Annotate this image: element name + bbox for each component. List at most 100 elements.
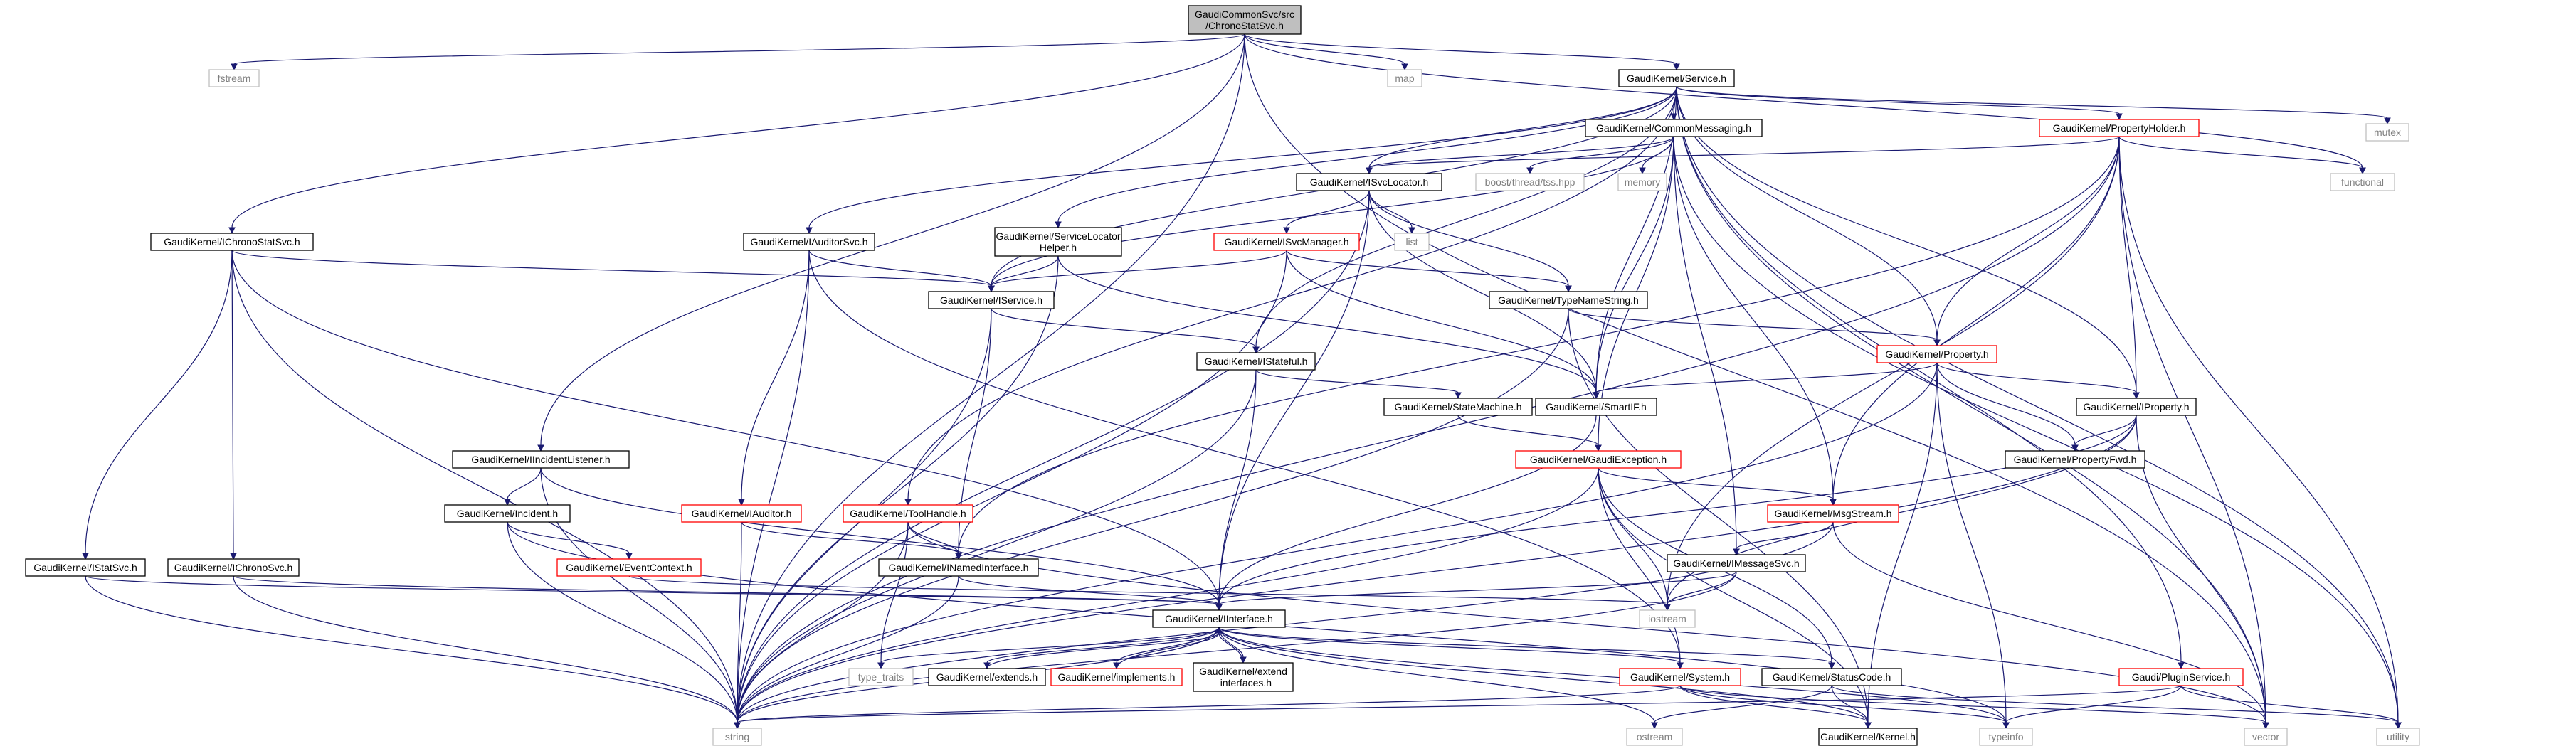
edge-isvclocator-string — [734, 190, 1370, 730]
node-isvcmanager[interactable]: GaudiKernel/ISvcManager.h — [1213, 233, 1360, 251]
node-label: GaudiKernel/ISvcManager.h — [1224, 236, 1348, 247]
edge-property-typeinfo — [1936, 362, 2010, 730]
edge-gaudiexception-iostream — [1598, 467, 1671, 612]
node-label: GaudiKernel/IStateful.h — [1205, 356, 1308, 367]
node-kernel[interactable]: GaudiKernel/Kernel.h — [1818, 728, 1918, 746]
edge-commonmsg-utility — [1673, 136, 2402, 730]
node-label: type_traits — [858, 671, 904, 683]
node-ichronostat[interactable]: GaudiKernel/IChronoStatSvc.h — [150, 233, 314, 251]
node-label: GaudiKernel/IChronoStatSvc.h — [164, 236, 300, 247]
node-propholder[interactable]: GaudiKernel/PropertyHolder.h — [2039, 119, 2200, 137]
edge-extendinterfaces-iinterface — [1215, 626, 1244, 664]
node-label: GaudiKernel/INamedInterface.h — [889, 562, 1029, 573]
edge-istatsvc-iinterface — [85, 575, 1223, 612]
node-commonmsg[interactable]: GaudiKernel/CommonMessaging.h — [1585, 119, 1763, 137]
node-label: GaudiKernel/Property.h — [1885, 348, 1988, 360]
edge-iinterface-system — [1218, 627, 1684, 670]
node-label: Gaudi/PluginService.h — [2132, 671, 2231, 683]
node-property[interactable]: GaudiKernel/Property.h — [1876, 345, 1997, 363]
node-label: GaudiKernel/IProperty.h — [2083, 401, 2189, 412]
node-label: GaudiKernel/StateMachine.h — [1395, 401, 1522, 412]
node-label: utility — [2387, 731, 2409, 742]
node-statemachine[interactable]: GaudiKernel/StateMachine.h — [1383, 398, 1533, 416]
node-typenamestring[interactable]: GaudiKernel/TypeNameString.h — [1489, 291, 1648, 309]
node-label: GaudiCommonSvc/src — [1195, 9, 1294, 20]
node-root[interactable]: GaudiCommonSvc/src/ChronoStatSvc.h — [1188, 5, 1302, 35]
node-iservice[interactable]: GaudiKernel/IService.h — [928, 291, 1055, 309]
node-iauditorsvc[interactable]: GaudiKernel/IAuditorSvc.h — [743, 233, 875, 251]
node-label: mutex — [2374, 127, 2401, 138]
node-pluginservice[interactable]: Gaudi/PluginService.h — [2118, 668, 2244, 686]
node-iinterface[interactable]: GaudiKernel/IInterface.h — [1152, 609, 1286, 628]
node-iproperty[interactable]: GaudiKernel/IProperty.h — [2076, 398, 2197, 416]
node-isvclocator[interactable]: GaudiKernel/ISvcLocator.h — [1296, 173, 1442, 191]
node-label: GaudiKernel/extend — [1199, 666, 1287, 677]
node-ichronosvc[interactable]: GaudiKernel/IChronoSvc.h — [167, 558, 300, 577]
node-statuscode[interactable]: GaudiKernel/StatusCode.h — [1761, 668, 1902, 686]
node-label: GaudiKernel/IChronoSvc.h — [174, 562, 293, 573]
edge-root-iincidentlistener — [537, 33, 1245, 452]
node-label: GaudiKernel/IAuditorSvc.h — [751, 236, 868, 247]
node-typetraits: type_traits — [848, 668, 914, 686]
node-msgstream[interactable]: GaudiKernel/MsgStream.h — [1767, 504, 1899, 523]
node-label: map — [1395, 73, 1414, 84]
edge-commonmsg-isvclocator — [1366, 136, 1674, 175]
node-iincidentlistener[interactable]: GaudiKernel/IIncidentListener.h — [452, 450, 630, 469]
node-label: GaudiKernel/extends.h — [936, 671, 1038, 683]
edge-isvcmanager-smartif — [1286, 250, 1600, 400]
node-imessagesvc[interactable]: GaudiKernel/IMessageSvc.h — [1667, 554, 1806, 572]
edge-propholder-iostream — [1664, 136, 2120, 612]
edge-iincidentlistener-incident — [504, 467, 542, 506]
node-memory: memory — [1617, 173, 1667, 191]
node-eventcontext[interactable]: GaudiKernel/EventContext.h — [556, 558, 702, 577]
edge-propholder-functional — [2118, 136, 2366, 175]
node-iauditor[interactable]: GaudiKernel/IAuditor.h — [681, 504, 802, 523]
edge-ichronostat-string — [231, 250, 741, 730]
node-istateful[interactable]: GaudiKernel/IStateful.h — [1196, 352, 1316, 371]
node-service[interactable]: GaudiKernel/Service.h — [1618, 69, 1735, 87]
edge-propholder-isvclocator — [1366, 136, 2120, 175]
node-label: GaudiKernel/IInterface.h — [1165, 613, 1273, 624]
node-extendinterfaces[interactable]: GaudiKernel/extend_interfaces.h — [1193, 662, 1294, 692]
node-extends[interactable]: GaudiKernel/extends.h — [928, 668, 1046, 686]
node-label: GaudiKernel/System.h — [1630, 671, 1730, 683]
node-smartif[interactable]: GaudiKernel/SmartIF.h — [1535, 398, 1657, 416]
node-toolhandle[interactable]: GaudiKernel/ToolHandle.h — [843, 504, 973, 523]
node-gaudiexception[interactable]: GaudiKernel/GaudiException.h — [1515, 450, 1682, 469]
node-fstream: fstream — [208, 69, 260, 87]
node-typeinfo: typeinfo — [1979, 728, 2033, 746]
node-label: GaudiKernel/IMessageSvc.h — [1673, 558, 1799, 569]
node-label: memory — [1625, 176, 1661, 188]
edge-ichronostat-ichronosvc — [230, 250, 237, 560]
node-label: vector — [2252, 731, 2279, 742]
node-iostream: iostream — [1639, 609, 1696, 628]
node-implements[interactable]: GaudiKernel/implements.h — [1050, 668, 1183, 686]
node-mutex: mutex — [2365, 123, 2409, 142]
edge-isvclocator-list — [1368, 190, 1415, 235]
node-system[interactable]: GaudiKernel/System.h — [1619, 668, 1741, 686]
edge-system-vector — [1679, 685, 2269, 730]
node-label: GaudiKernel/implements.h — [1058, 671, 1176, 683]
node-label: iostream — [1648, 613, 1686, 624]
node-incident[interactable]: GaudiKernel/Incident.h — [444, 504, 571, 523]
node-inamedinterface[interactable]: GaudiKernel/INamedInterface.h — [878, 558, 1039, 577]
edge-service-mutex — [1676, 86, 2391, 125]
node-label: GaudiKernel/ISvcLocator.h — [1310, 176, 1429, 188]
edge-pluginservice-string — [734, 685, 2182, 730]
edge-commonmsg-iservice — [988, 136, 1674, 293]
node-label: Helper.h — [1040, 242, 1077, 253]
node-label: boost/thread/tss.hpp — [1485, 176, 1575, 188]
edge-system-string — [734, 685, 1681, 730]
node-istatsvc[interactable]: GaudiKernel/IStatSvc.h — [25, 558, 146, 577]
node-propertyfwd[interactable]: GaudiKernel/PropertyFwd.h — [2005, 450, 2145, 469]
edge-incident-eventcontext — [507, 521, 633, 560]
node-label: GaudiKernel/Kernel.h — [1820, 731, 1916, 742]
edge-incident-string — [507, 521, 741, 730]
node-list: list — [1394, 233, 1430, 251]
edge-svclocatorhelper-string — [734, 255, 1059, 730]
node-label: GaudiKernel/StatusCode.h — [1773, 671, 1891, 683]
edge-commonmsg-boostthread — [1526, 136, 1674, 175]
edge-statuscode-ostream — [1651, 685, 1832, 730]
